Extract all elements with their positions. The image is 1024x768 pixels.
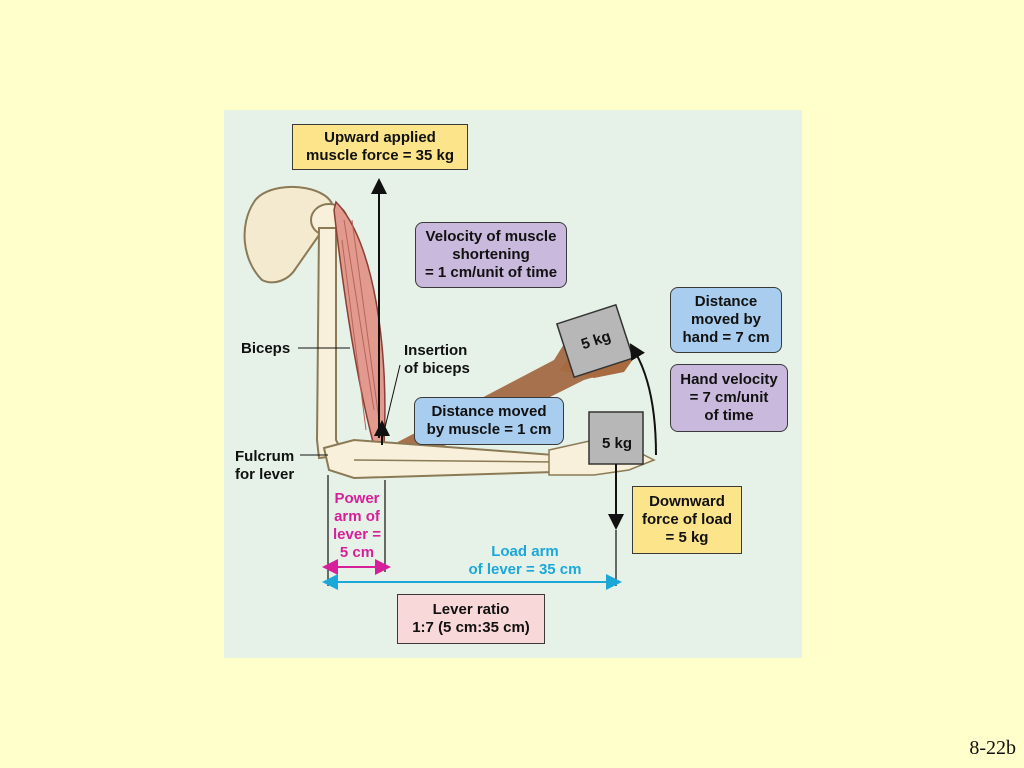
power-arm-line2: arm of: [334, 508, 380, 525]
weight-lowered: [588, 411, 644, 465]
power-arm-line3: lever =: [333, 526, 381, 543]
hand-velocity-line3: of time: [704, 407, 754, 424]
muscle-force-box: Upward applied muscle force = 35 kg: [292, 124, 468, 170]
load-force-line2: force of load: [641, 511, 732, 528]
power-arm-line1: Power: [334, 490, 380, 507]
hand-velocity-line2: = 7 cm/unit: [689, 389, 769, 406]
power-arm-label: Power arm of lever = 5 cm: [328, 490, 386, 562]
weight-raised: [555, 303, 635, 379]
lever-diagram: Upward applied muscle force = 35 kg Velo…: [224, 110, 802, 658]
distance-muscle-line2: by muscle = 1 cm: [426, 421, 552, 438]
scapula: [243, 185, 335, 284]
velocity-muscle-line2: shortening: [452, 246, 530, 263]
velocity-muscle-line3: = 1 cm/unit of time: [424, 264, 558, 281]
fulcrum-line2: for lever: [235, 466, 295, 483]
insertion-line2: of biceps: [404, 360, 470, 377]
load-force-line3: = 5 kg: [665, 529, 709, 546]
insertion-line1: Insertion: [404, 342, 468, 359]
lever-ratio-line2: 1:7 (5 cm:35 cm): [412, 619, 530, 636]
distance-hand-line3: hand = 7 cm: [682, 329, 770, 346]
insertion-label: Insertion of biceps: [404, 342, 470, 378]
load-arm-line1: Load arm: [491, 543, 559, 560]
weight-lowered-label: 5 kg: [602, 435, 633, 452]
distance-hand-line1: Distance: [694, 293, 758, 310]
forearm: [322, 438, 555, 480]
distance-hand-line2: moved by: [690, 311, 762, 328]
muscle-force-line1: Upward applied: [324, 129, 436, 146]
velocity-muscle-line1: Velocity of muscle: [425, 228, 557, 245]
hand-velocity-box: Hand velocity = 7 cm/unit of time: [670, 364, 788, 432]
distance-muscle-box: Distance moved by muscle = 1 cm: [414, 397, 564, 445]
hand-path-arrow: [629, 343, 657, 456]
lever-ratio-line1: Lever ratio: [432, 601, 510, 618]
load-force-box: Downward force of load = 5 kg: [632, 486, 742, 554]
distance-hand-box: Distance moved by hand = 7 cm: [670, 287, 782, 353]
lever-ratio-box: Lever ratio 1:7 (5 cm:35 cm): [397, 594, 545, 644]
hand-velocity-line1: Hand velocity: [680, 371, 778, 388]
fulcrum-label: Fulcrum for lever: [235, 448, 294, 484]
muscle-force-line2: muscle force = 35 kg: [306, 147, 454, 164]
velocity-muscle-box: Velocity of muscle shortening = 1 cm/uni…: [415, 222, 567, 288]
load-arm-line2: of lever = 35 cm: [468, 561, 582, 578]
biceps-label: Biceps: [241, 340, 291, 357]
slide-number: 8-22b: [969, 737, 1016, 759]
load-force-line1: Downward: [649, 493, 725, 510]
distance-muscle-line1: Distance moved: [431, 403, 547, 420]
fulcrum-line1: Fulcrum: [235, 448, 295, 465]
power-arm-line4: 5 cm: [339, 544, 375, 561]
load-arm-label: Load arm of lever = 35 cm: [450, 543, 600, 579]
